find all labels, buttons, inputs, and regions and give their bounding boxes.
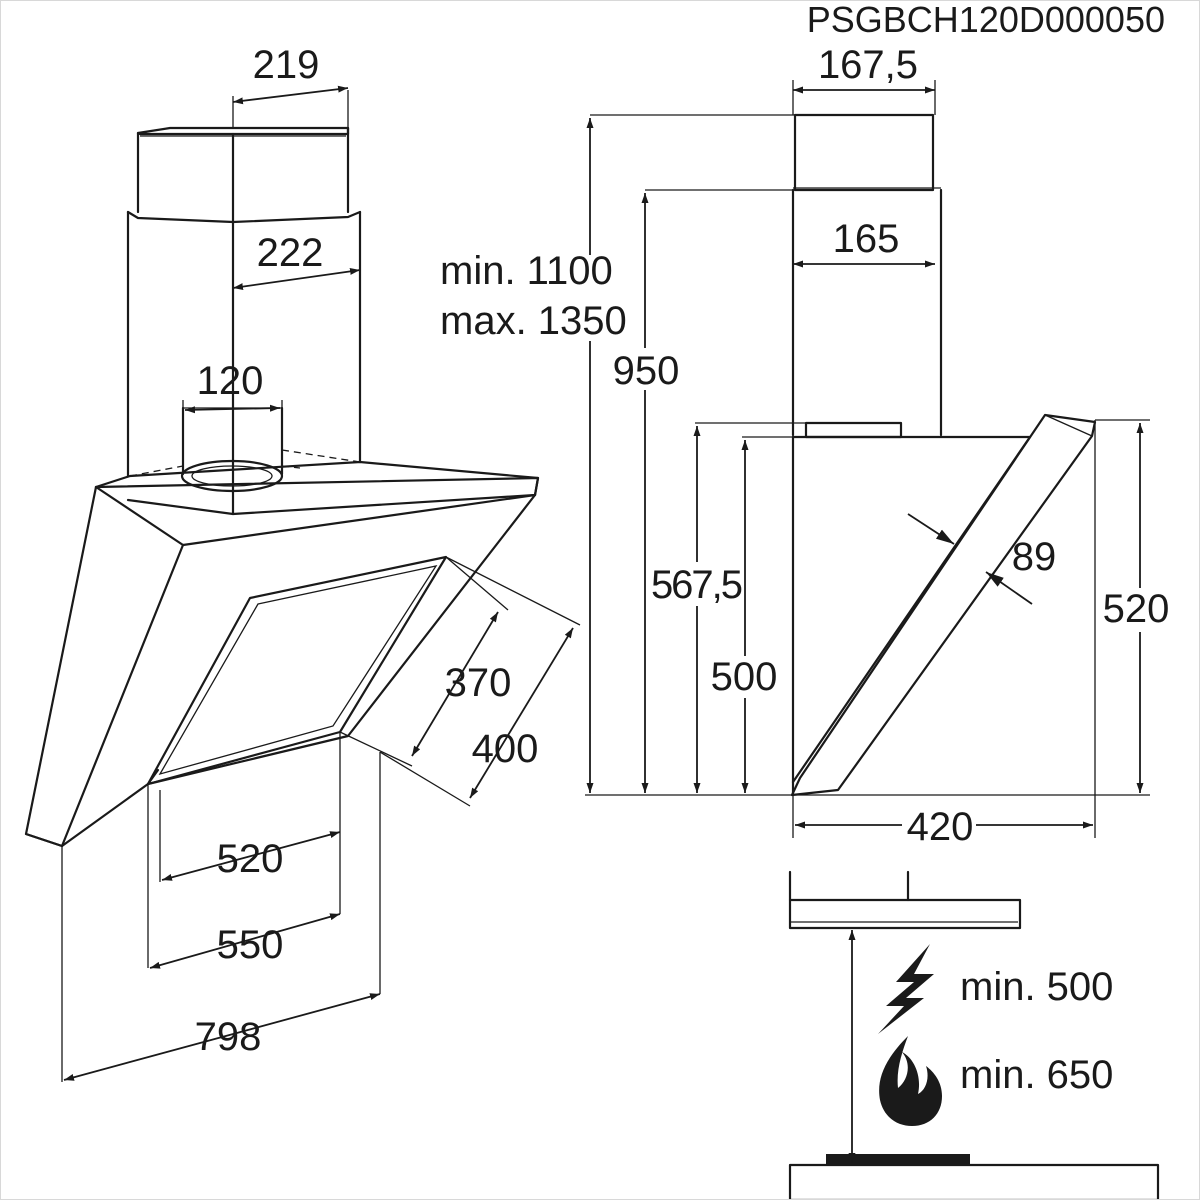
flame-icon — [879, 1036, 942, 1126]
dim-side-chimney-width: 165 — [833, 217, 900, 261]
dim-side-hood-height: 500 — [711, 655, 778, 699]
hob — [788, 1163, 1160, 1200]
lightning-icon — [878, 944, 934, 1034]
dim-hood-depth: 420 — [907, 805, 974, 849]
dim-front-height: 520 — [1103, 587, 1170, 631]
dim-base-width: 550 — [217, 923, 284, 967]
hood-body — [24, 476, 540, 848]
dim-panel-thickness: 89 — [1012, 535, 1057, 579]
hood-underside — [788, 898, 1022, 930]
perspective-extension-lines — [61, 90, 581, 1082]
dim-upper-chimney-width: 219 — [253, 43, 320, 87]
dim-side-top-width: 167,5 — [818, 43, 918, 87]
min-distance-gas: min. 650 — [960, 1053, 1113, 1097]
upper-chimney — [136, 126, 350, 224]
perspective-dimension-lines — [63, 85, 574, 1081]
min-distance-electric: min. 500 — [960, 965, 1113, 1009]
dim-hood-height: 400 — [472, 727, 539, 771]
dim-chimney-height: 950 — [613, 349, 680, 393]
dim-panel-width: 520 — [217, 837, 284, 881]
dim-total-width: 798 — [195, 1015, 262, 1059]
side-hood-body — [790, 413, 1097, 797]
dim-body-height: 567,5 — [651, 563, 742, 607]
perspective-view: 219 222 120 370 400 520 550 798 — [24, 43, 581, 1082]
dim-outlet-diameter: 120 — [197, 359, 264, 403]
side-upper-chimney — [793, 113, 941, 192]
dim-total-height-max: max. 1350 — [440, 299, 627, 343]
model-code: PSGBCH120D000050 — [807, 0, 1165, 40]
dim-lower-chimney-width: 222 — [257, 231, 324, 275]
side-extension-lines — [585, 80, 1150, 838]
installation-distance: min. 500 min. 650 — [788, 870, 1160, 1200]
side-dimension-lines — [586, 86, 1144, 829]
side-view: 167,5 165 min. 1100 max. 1350 950 567,5 … — [440, 43, 1170, 849]
dim-total-height-min: min. 1100 — [440, 249, 613, 293]
side-lower-chimney — [791, 188, 943, 437]
glass-panel — [146, 555, 448, 786]
dim-panel-height: 370 — [445, 661, 512, 705]
